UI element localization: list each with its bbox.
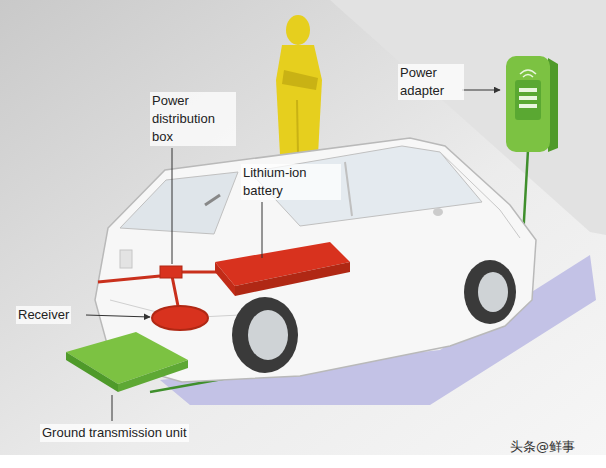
part-label: Lithium-ion battery xyxy=(241,164,341,200)
car-body xyxy=(95,138,536,382)
part-label: Receiver xyxy=(16,306,71,324)
power-adapter-box xyxy=(506,56,558,152)
ground-transmission-pad xyxy=(66,332,188,392)
watermark: 头条@鲜事 xyxy=(508,438,577,456)
bottom-margin xyxy=(0,455,606,468)
part-label: Power adapter xyxy=(398,64,464,100)
person-figure xyxy=(276,15,322,155)
leader-lines xyxy=(86,90,500,421)
background xyxy=(0,0,606,455)
part-label: Ground transmission unit xyxy=(40,424,189,442)
part-label: Power distribution box xyxy=(150,92,236,146)
